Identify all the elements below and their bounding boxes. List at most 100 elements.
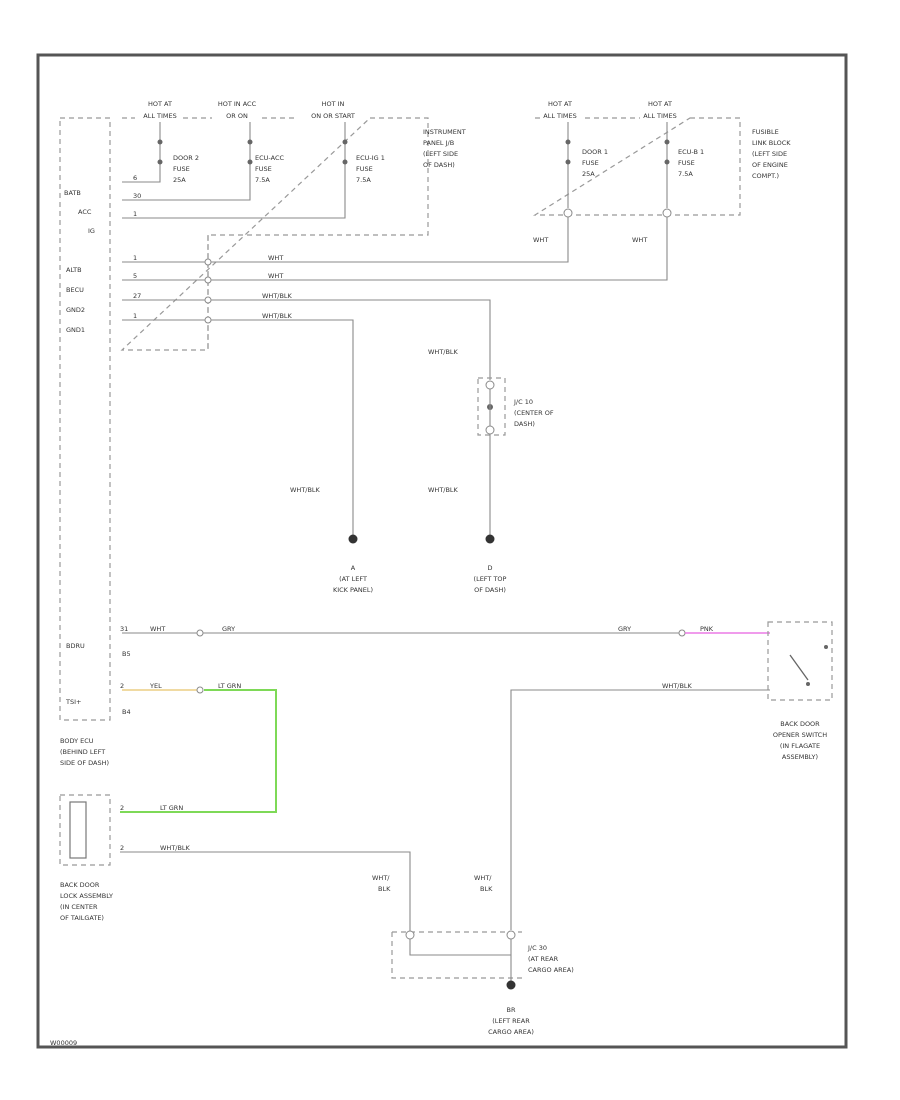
wire-gnd2	[122, 299, 491, 380]
svg-text:1: 1	[133, 254, 137, 262]
pin-num-batb: 6	[133, 174, 137, 182]
wire-label-pnk: PNK	[700, 625, 714, 633]
body-ecu-label: BODY ECU (BEHIND LEFT SIDE OF DASH)	[60, 737, 109, 767]
svg-text:7.5A: 7.5A	[356, 176, 371, 184]
svg-text:FUSE: FUSE	[678, 159, 695, 167]
pin-num-lock-1: 2	[120, 804, 124, 812]
fusible-link-block-label: FUSIBLE LINK BLOCK (LEFT SIDE OF ENGINE …	[752, 128, 791, 180]
svg-text:SIDE OF DASH): SIDE OF DASH)	[60, 759, 109, 767]
body-ecu-pin-labels: BATB ACC IG ALTB BECU GND2 GND1 BDRU TSI…	[64, 189, 95, 706]
fuse-door-2: DOOR 2 FUSE 25A	[157, 122, 199, 184]
svg-text:DASH): DASH)	[514, 420, 535, 428]
fuse-ecu-b1: ECU-B 1 FUSE 7.5A	[664, 122, 704, 208]
svg-text:ALL TIMES: ALL TIMES	[543, 112, 576, 120]
wire-label-whtblk-4: WHT/BLK	[290, 486, 321, 494]
jc10-terminal-bottom	[485, 425, 495, 435]
svg-text:(AT REAR: (AT REAR	[528, 955, 559, 963]
svg-text:INSTRUMENT: INSTRUMENT	[423, 128, 466, 136]
wire-lock-return	[120, 851, 511, 956]
ecu-pin-numbers-mid: 1 5 27 1	[133, 254, 141, 320]
svg-text:BLK: BLK	[480, 885, 493, 893]
svg-text:HOT AT: HOT AT	[648, 100, 672, 108]
svg-text:(LEFT REAR: (LEFT REAR	[492, 1017, 530, 1025]
wire-label-whtblk-3: WHT/BLK	[428, 348, 459, 356]
svg-text:BECU: BECU	[66, 286, 84, 294]
svg-text:HOT AT: HOT AT	[148, 100, 172, 108]
svg-text:BACK DOOR: BACK DOOR	[60, 881, 100, 889]
wire-altb	[122, 217, 569, 263]
svg-text:GND1: GND1	[66, 326, 85, 334]
jc10-box	[477, 377, 506, 436]
svg-text:ECU-ACC: ECU-ACC	[255, 154, 284, 162]
svg-text:25A: 25A	[582, 170, 595, 178]
svg-text:(LEFT TOP: (LEFT TOP	[474, 575, 507, 583]
pin-num-acc: 30	[133, 192, 141, 200]
wire-label-ltgrn-2: LT GRN	[160, 804, 183, 812]
back-door-switch-box	[767, 621, 833, 701]
svg-text:BACK DOOR: BACK DOOR	[780, 720, 820, 728]
pin-num-bdru: 31	[120, 625, 128, 633]
lock-motor-icon	[69, 801, 87, 859]
svg-text:OR ON: OR ON	[226, 112, 248, 120]
svg-text:J/C 30: J/C 30	[527, 944, 547, 952]
hot-label-3: HOT IN ON OR START	[311, 100, 355, 120]
jc30-box	[391, 931, 522, 979]
jc30-terminal-2	[506, 930, 516, 940]
svg-text:(CENTER OF: (CENTER OF	[514, 409, 554, 417]
ground-a-icon	[348, 534, 358, 544]
wire-acc	[122, 175, 251, 201]
svg-text:HOT IN ACC: HOT IN ACC	[218, 100, 257, 108]
wire-label-yel: YEL	[149, 682, 162, 690]
svg-text:7.5A: 7.5A	[678, 170, 693, 178]
svg-text:PANEL J/B: PANEL J/B	[423, 139, 454, 147]
ground-d-icon	[485, 534, 495, 544]
connector-b5: B5	[122, 650, 131, 658]
svg-text:FUSE: FUSE	[255, 165, 272, 173]
hot-label-2: HOT IN ACC OR ON	[218, 100, 257, 120]
svg-text:LINK BLOCK: LINK BLOCK	[752, 139, 791, 147]
svg-text:FUSE: FUSE	[356, 165, 373, 173]
svg-text:OF DASH): OF DASH)	[423, 161, 455, 169]
svg-text:25A: 25A	[173, 176, 186, 184]
svg-text:FUSE: FUSE	[582, 159, 599, 167]
svg-text:BDRU: BDRU	[66, 642, 85, 650]
svg-text:ASSEMBLY): ASSEMBLY)	[782, 753, 818, 761]
back-door-lock-box	[59, 794, 111, 866]
back-door-switch-label: BACK DOOR OPENER SWITCH (IN FLAGATE ASSE…	[773, 720, 827, 761]
svg-text:A: A	[351, 564, 356, 572]
svg-text:27: 27	[133, 292, 141, 300]
wire-label-whtblk-2: WHT/BLK	[262, 312, 293, 320]
ground-br-icon	[506, 980, 516, 990]
wire-label-wht-1: WHT	[533, 236, 548, 244]
svg-text:HOT IN: HOT IN	[322, 100, 345, 108]
fuse-door-1: DOOR 1 FUSE 25A	[565, 122, 608, 208]
fusible-terminal-2	[662, 208, 672, 218]
switch-terminal-bottom	[806, 682, 810, 686]
switch-contact	[789, 654, 809, 681]
wire-label-wht-4: WHT	[268, 272, 283, 280]
fuse-ecu-ig1: ECU-IG 1 FUSE 7.5A	[342, 122, 385, 184]
svg-text:J/C 10: J/C 10	[513, 398, 533, 406]
svg-text:(IN FLAGATE: (IN FLAGATE	[780, 742, 820, 750]
hot-label-4: HOT AT ALL TIMES	[543, 100, 576, 120]
svg-text:CARGO AREA): CARGO AREA)	[528, 966, 574, 974]
wire-label-whtblk-1: WHT/BLK	[262, 292, 293, 300]
pin-num-ig: 1	[133, 210, 137, 218]
wire-label-wht-2: WHT	[632, 236, 647, 244]
svg-text:OF ENGINE: OF ENGINE	[752, 161, 788, 169]
svg-text:BATB: BATB	[64, 189, 81, 197]
jc30-terminal-1	[405, 930, 415, 940]
instrument-panel-jb-label: INSTRUMENT PANEL J/B (LEFT SIDE OF DASH)	[423, 128, 466, 169]
svg-text:(AT LEFT: (AT LEFT	[339, 575, 367, 583]
fuse-ecu-acc: ECU-ACC FUSE 7.5A	[247, 122, 284, 184]
svg-text:OPENER SWITCH: OPENER SWITCH	[773, 731, 827, 739]
ground-a-label: A (AT LEFT KICK PANEL)	[333, 564, 373, 594]
ground-br-label: BR (LEFT REAR CARGO AREA)	[488, 1006, 534, 1036]
svg-text:(LEFT SIDE: (LEFT SIDE	[752, 150, 787, 158]
svg-text:(BEHIND LEFT: (BEHIND LEFT	[60, 748, 105, 756]
figure-code: W00009	[50, 1039, 77, 1047]
svg-text:LOCK ASSEMBLY: LOCK ASSEMBLY	[60, 892, 113, 900]
wire-label-wht-5: WHT	[150, 625, 165, 633]
wire-label-wht-blk-lock: WHT/ BLK	[372, 874, 391, 893]
svg-text:DOOR 2: DOOR 2	[173, 154, 199, 162]
